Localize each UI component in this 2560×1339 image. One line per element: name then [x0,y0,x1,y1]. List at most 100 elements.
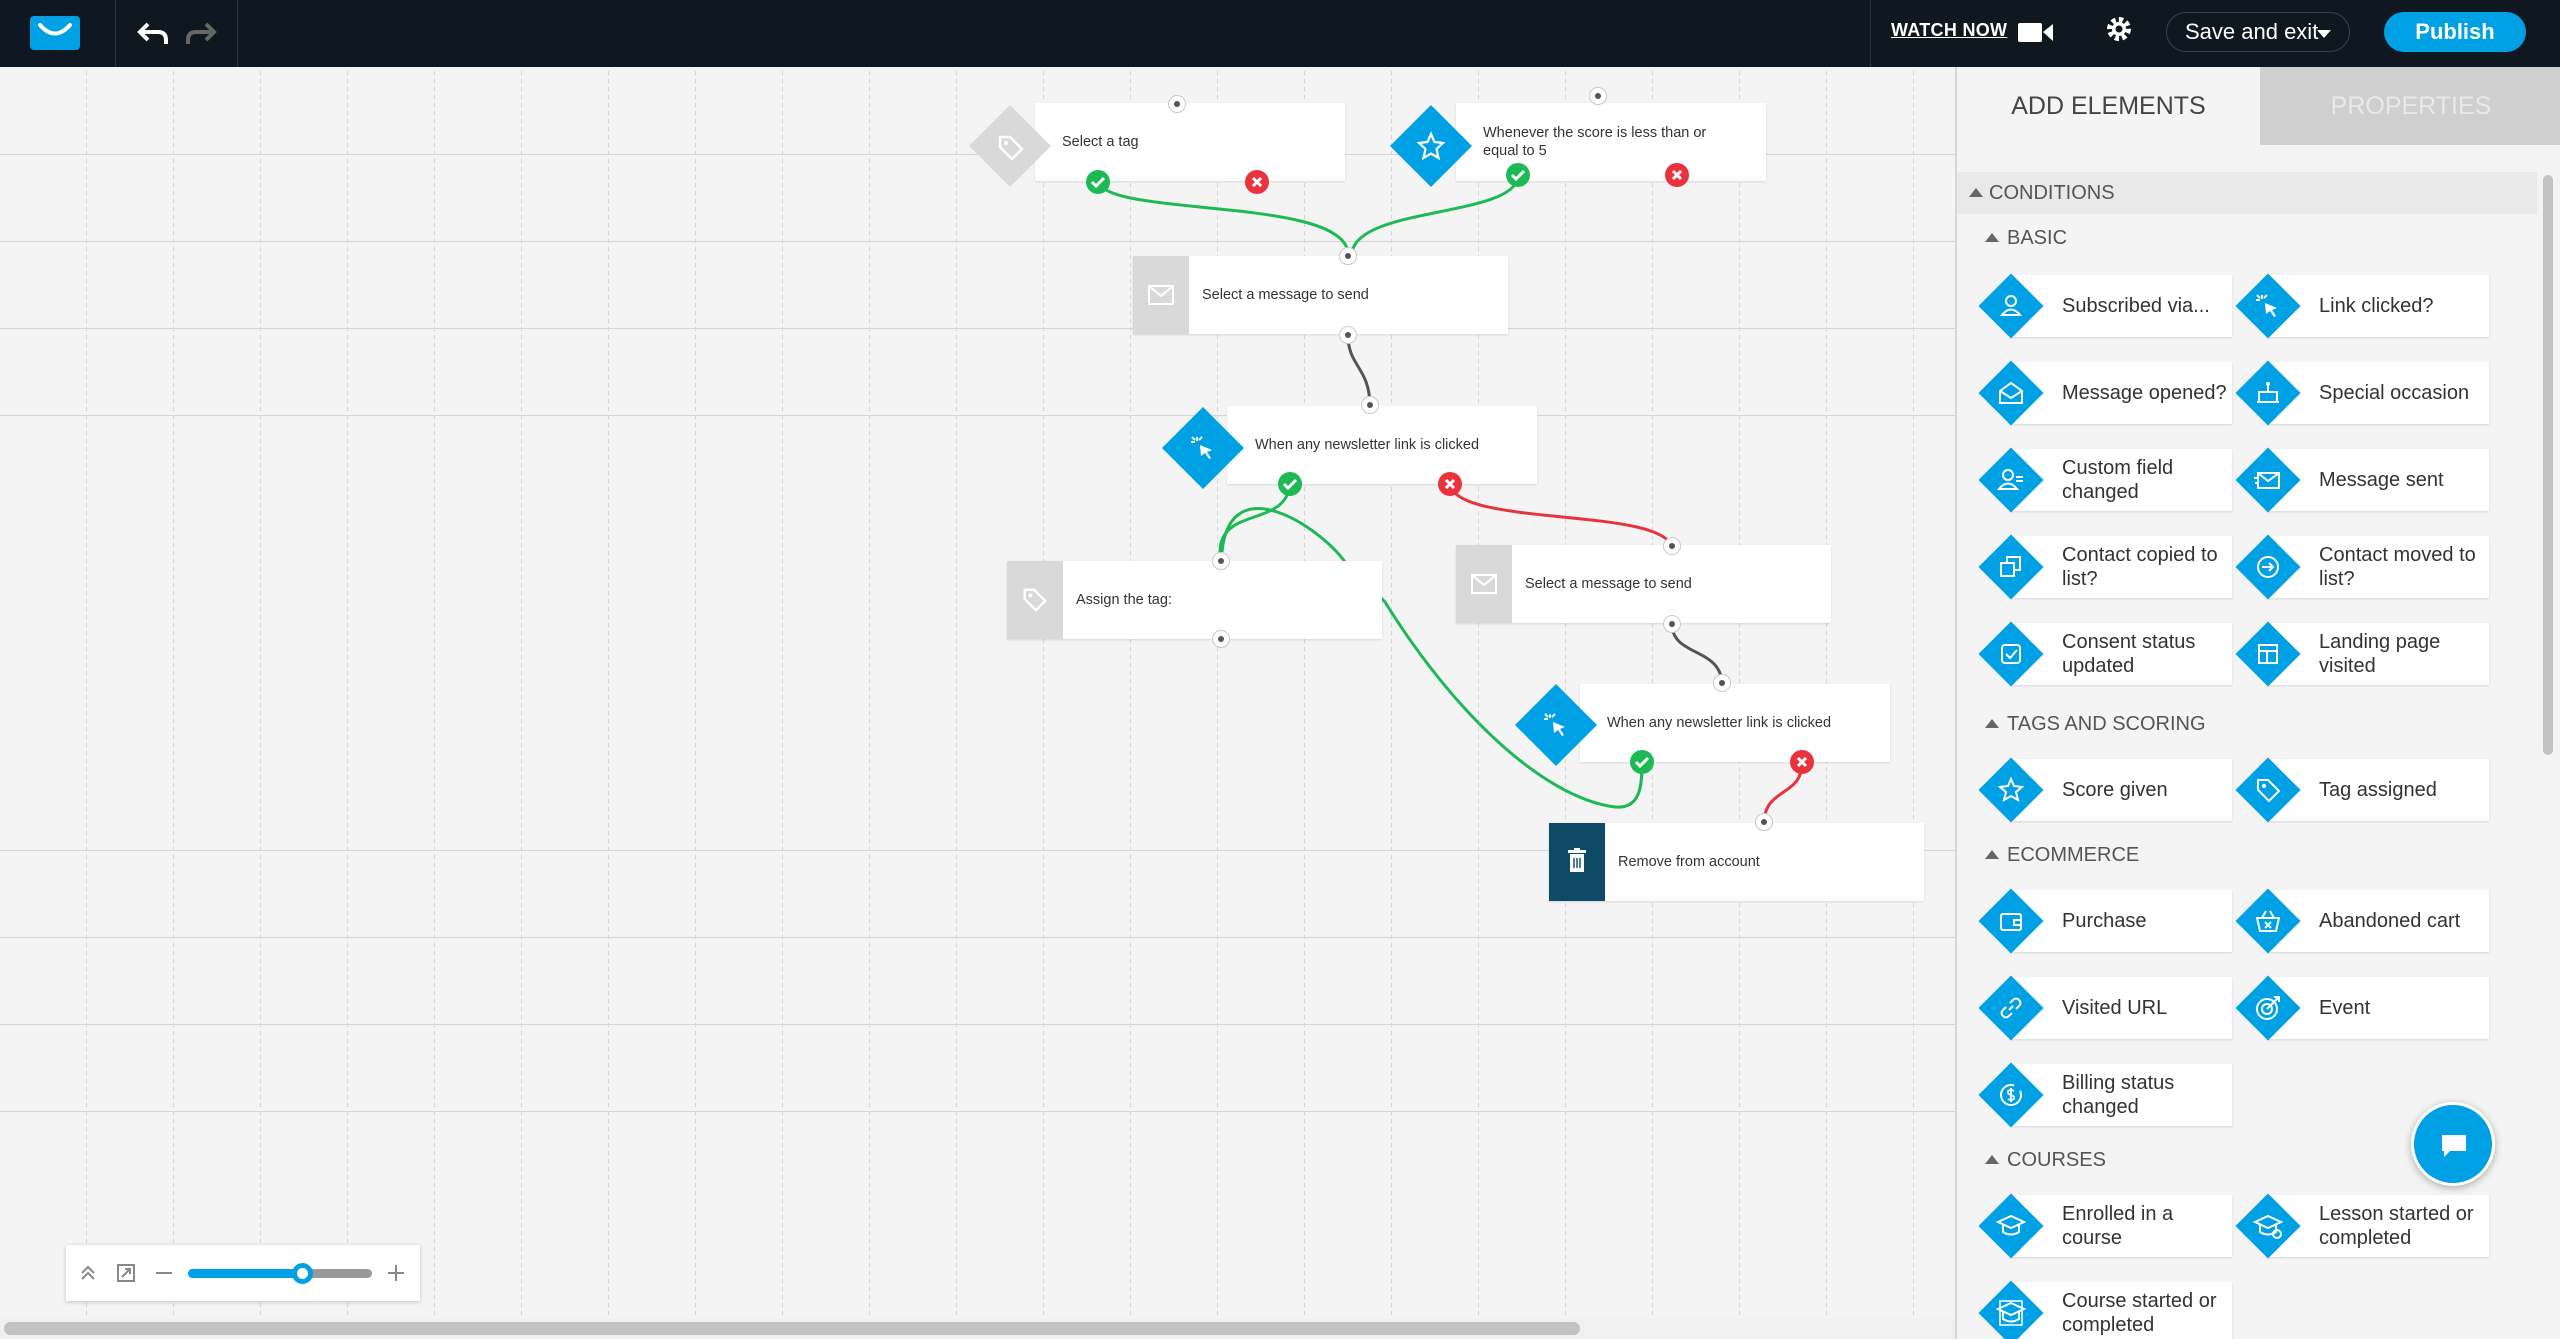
watch-now-link[interactable]: WATCH NOW [1891,20,2008,40]
undo-icon[interactable] [136,18,170,48]
star-icon [1997,776,2025,803]
element-event[interactable]: Event [2235,975,2489,1041]
element-tag-assigned[interactable]: Tag assigned [2235,757,2489,823]
element-special-occasion[interactable]: Special occasion [2235,360,2489,426]
wallet-icon [2000,913,2022,931]
scrollbar-thumb[interactable] [4,1322,1580,1335]
input-port[interactable] [1361,396,1379,414]
element-contact-copied[interactable]: Contact copied to list? [1978,534,2232,600]
send-envelope-icon [2254,472,2280,489]
zoom-in-icon[interactable] [386,1263,406,1283]
output-port[interactable] [1212,630,1230,648]
element-purchase[interactable]: Purchase [1978,888,2232,954]
element-custom-field-changed[interactable]: Custom field changed [1978,447,2232,513]
input-port[interactable] [1168,95,1186,113]
basket-icon [2255,910,2281,932]
element-label: Tag assigned [2319,779,2437,801]
no-connector[interactable] [1245,170,1269,194]
input-port[interactable] [1663,537,1681,555]
output-port[interactable] [1339,326,1357,344]
save-and-exit-button[interactable]: Save and exit [2166,12,2350,52]
subsection-tags-scoring[interactable]: TAGS AND SCORING [1985,713,2206,736]
redo-icon[interactable] [184,18,218,48]
subsection-basic[interactable]: BASIC [1985,227,2067,250]
logo-icon[interactable] [30,16,80,50]
yes-connector[interactable] [1278,472,1302,496]
element-consent-status[interactable]: Consent status updated [1978,621,2232,687]
element-billing-status[interactable]: Billing status changed [1978,1062,2232,1128]
node-label: Select a message to send [1525,576,1692,592]
element-score-given[interactable]: Score given [1978,757,2232,823]
element-enrolled-course[interactable]: Enrolled in a course [1978,1193,2232,1259]
check-box-icon [2001,644,2021,664]
element-lesson-started[interactable]: Lesson started or completed [2235,1193,2489,1259]
element-link-clicked[interactable]: Link clicked? [2235,273,2489,339]
input-port[interactable] [1713,674,1731,692]
zoom-slider[interactable] [188,1263,372,1284]
divider [237,0,238,67]
fit-screen-icon[interactable] [116,1263,136,1283]
input-port[interactable] [1212,552,1230,570]
element-label: Contact copied to list? [2062,544,2218,590]
yes-connector[interactable] [1630,750,1654,774]
element-label: Abandoned cart [2319,910,2461,932]
element-label: Custom field changed [2062,457,2174,503]
element-course-started[interactable]: Course started or completed [1978,1280,2232,1339]
node-link-clicked[interactable]: When any newsletter link is clicked [1227,406,1537,484]
divider [1870,0,1871,67]
element-label: Billing status changed [2062,1072,2175,1118]
yes-connector[interactable] [1086,170,1110,194]
element-label: Score given [2062,779,2168,801]
no-connector[interactable] [1665,163,1689,187]
no-connector[interactable] [1438,472,1462,496]
input-port[interactable] [1589,87,1607,105]
element-subscribed-via[interactable]: Subscribed via... [1978,273,2232,339]
zoom-slider-fill [188,1269,303,1278]
node-assign-tag[interactable]: Assign the tag: [1007,561,1382,639]
node-score[interactable]: Whenever the score is less than or equal… [1456,103,1766,181]
element-landing-page-visited[interactable]: Landing page visited [2235,621,2489,687]
section-conditions[interactable]: CONDITIONS [1957,172,2537,214]
scrollbar-thumb[interactable] [2543,175,2553,755]
zoom-out-icon[interactable] [154,1263,174,1283]
vertical-scrollbar[interactable] [2540,175,2556,1339]
element-message-opened[interactable]: Message opened? [1978,360,2232,426]
element-label: Landing page visited [2319,631,2441,677]
subsection-courses[interactable]: COURSES [1985,1149,2106,1172]
element-visited-url[interactable]: Visited URL [1978,975,2232,1041]
tab-properties[interactable]: PROPERTIES [2260,67,2560,145]
side-panel: ADD ELEMENTS PROPERTIES CONDITIONS BASIC… [1955,67,2560,1339]
element-message-sent[interactable]: Message sent [2235,447,2489,513]
course-cap-icon [1995,1300,2027,1326]
tab-add-elements[interactable]: ADD ELEMENTS [1957,67,2260,145]
node-send-message[interactable]: Select a message to send [1133,256,1508,334]
node-select-tag[interactable]: Select a tag [1035,103,1345,181]
divider [115,0,116,67]
yes-connector[interactable] [1506,163,1530,187]
element-label: Contact moved to list? [2319,544,2476,590]
workflow-canvas[interactable]: Select a tag Whenever the score is less … [0,67,1955,1319]
publish-button[interactable]: Publish [2384,12,2526,52]
collapse-up-icon[interactable] [78,1263,98,1283]
horizontal-scrollbar[interactable] [0,1319,1955,1339]
no-connector[interactable] [1790,750,1814,774]
node-label: Select a tag [1062,134,1139,150]
chat-button[interactable] [2411,1102,2495,1186]
output-port[interactable] [1663,615,1681,633]
input-port[interactable] [1755,813,1773,831]
top-bar: WATCH NOW Save and exit Publish [0,0,2560,67]
zoom-slider-handle[interactable] [292,1263,314,1284]
element-abandoned-cart[interactable]: Abandoned cart [2235,888,2489,954]
node-link-clicked[interactable]: When any newsletter link is clicked [1580,684,1890,762]
envelope-icon [1471,574,1497,594]
subsection-ecommerce[interactable]: ECOMMERCE [1985,844,2139,867]
element-contact-moved[interactable]: Contact moved to list? [2235,534,2489,600]
save-and-exit-label: Save and exit [2185,19,2319,44]
gear-icon[interactable] [2104,14,2134,44]
input-port[interactable] [1339,247,1357,265]
node-remove-from-account[interactable]: Remove from account [1549,823,1924,901]
caret-down-icon [2317,30,2331,38]
section-title: CONDITIONS [1989,182,2115,204]
camera-icon[interactable] [2018,20,2054,44]
node-send-message[interactable]: Select a message to send [1456,545,1831,623]
